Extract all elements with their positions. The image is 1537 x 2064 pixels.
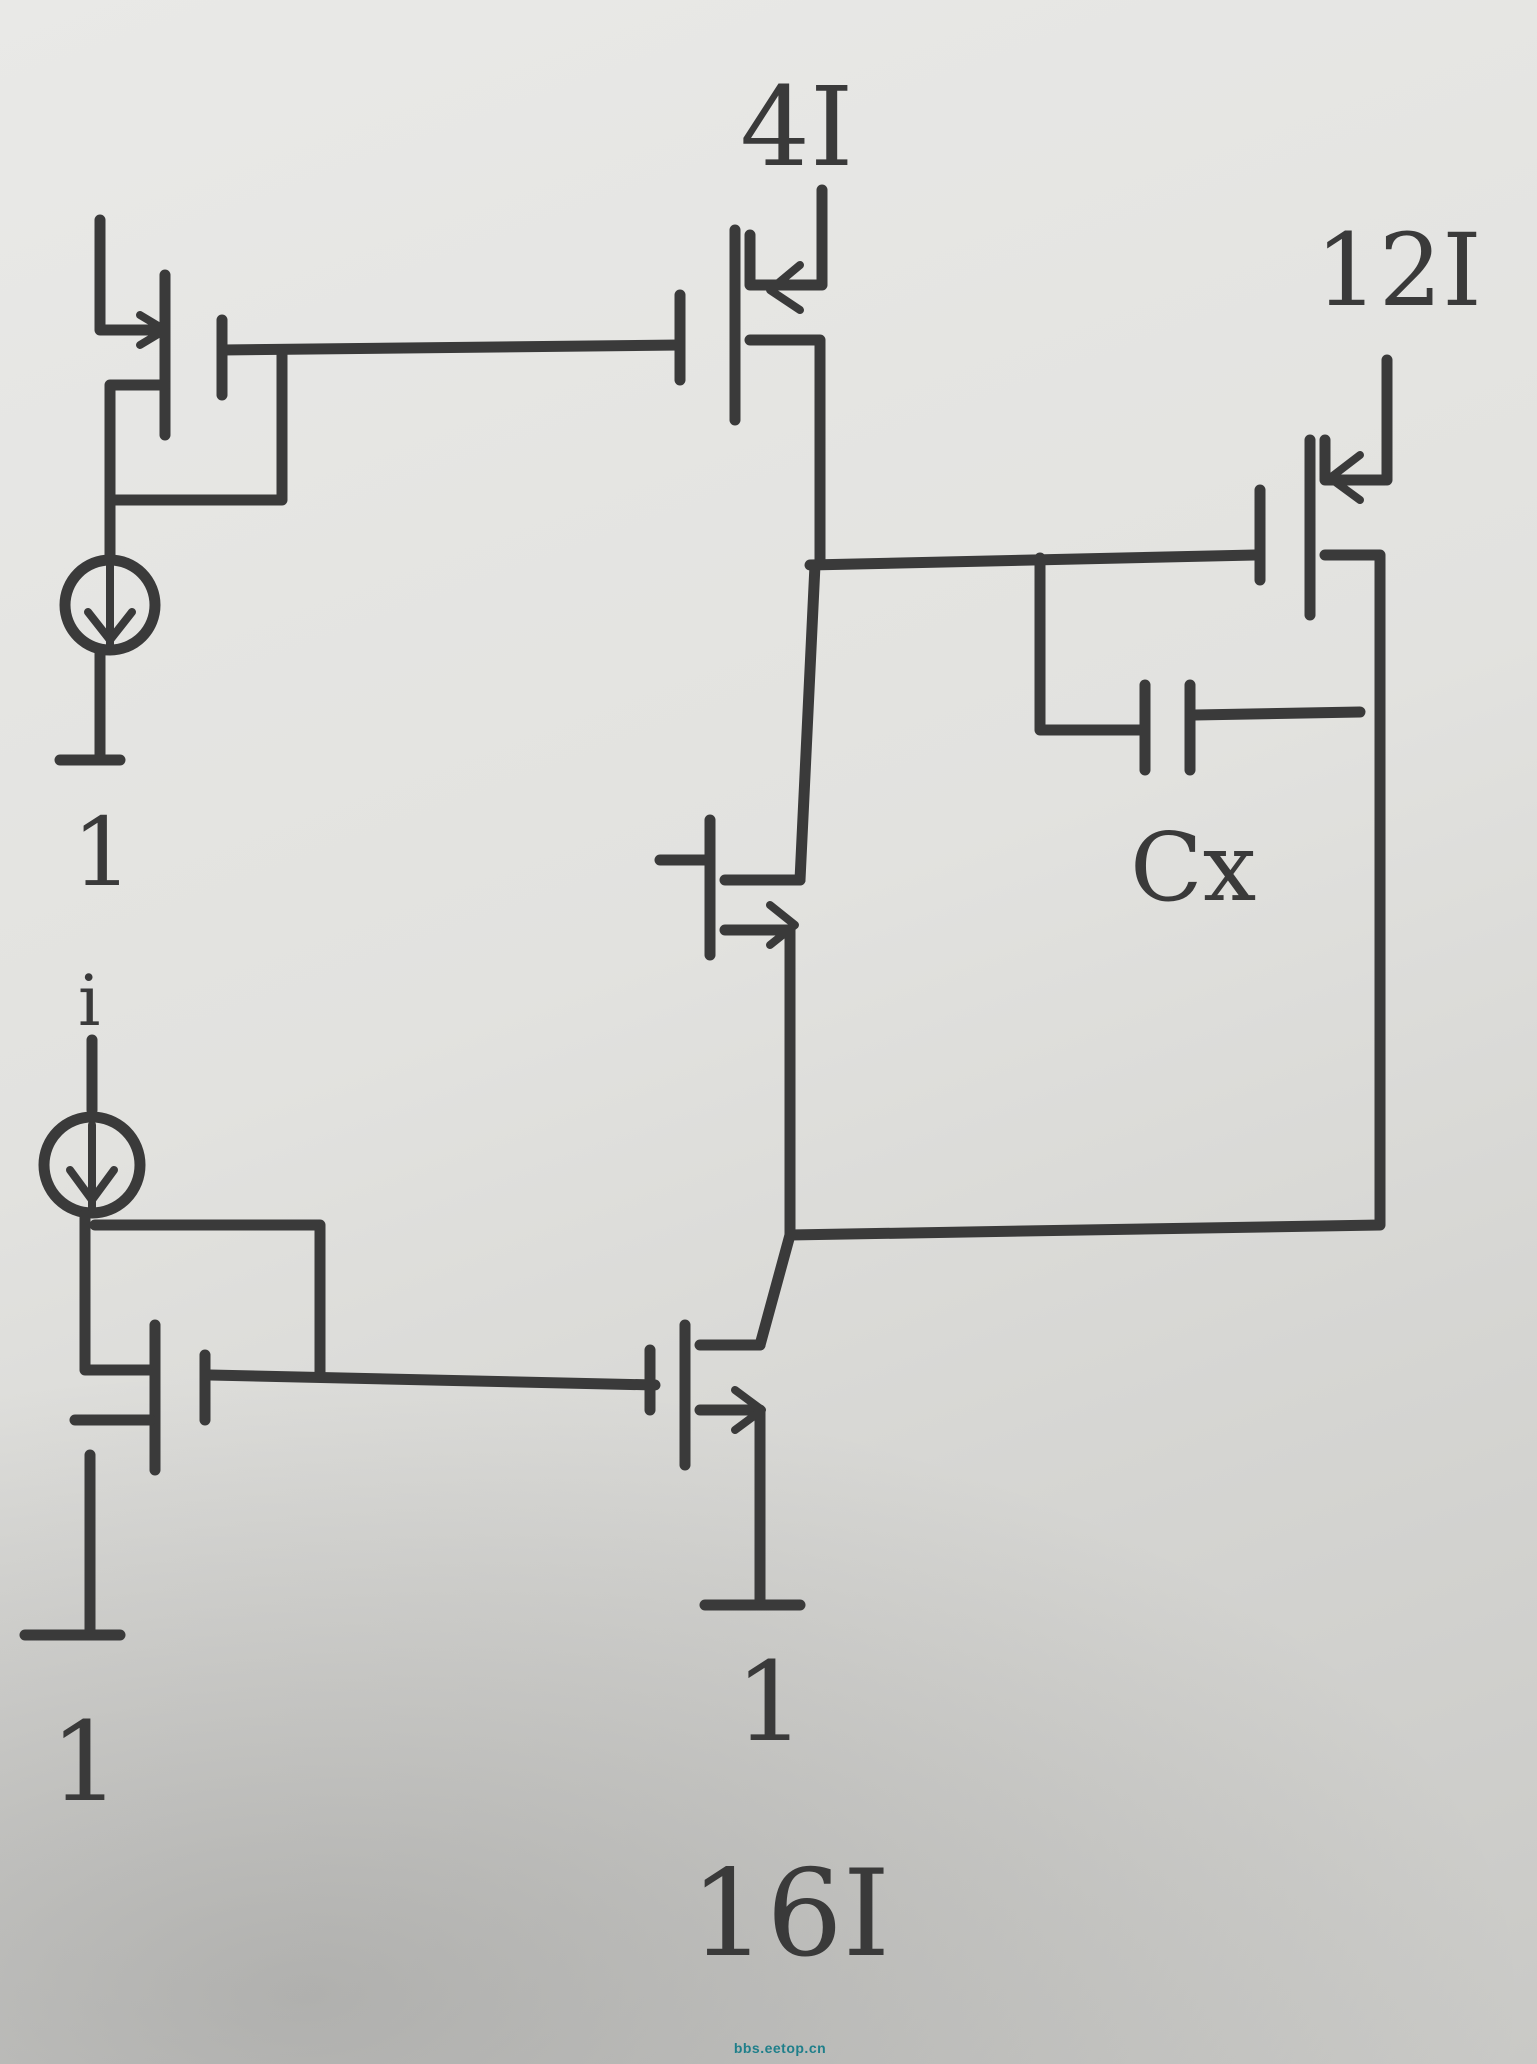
label-ratio-gnd-left: 1 [50, 1698, 120, 1826]
wire-mid-node [804, 549, 1261, 736]
wire-gate-bottom [89, 1219, 661, 1416]
capacitor-cx [1139, 679, 1366, 776]
label-12i: 12I [1315, 212, 1482, 329]
label-4i: 4I [740, 63, 853, 191]
pmos-12i [784, 354, 1393, 1241]
label-ratio-left-bottom: i [78, 960, 100, 1042]
pmos-4i [729, 184, 828, 566]
current-source-bottom [38, 1034, 146, 1219]
label-cx: Cx [1130, 813, 1256, 923]
label-ratio-gnd-mid: 1 [735, 1638, 805, 1766]
current-source-top [54, 494, 161, 766]
label-16i: 16I [690, 1845, 890, 1984]
nmos-cascode [654, 559, 821, 1241]
nmos-16i [679, 1229, 806, 1611]
pmos-left-top [94, 214, 228, 506]
wire-gate-top [104, 289, 686, 506]
label-ratio-left-top: 1 [72, 798, 132, 908]
nmos-left-bottom [19, 1209, 211, 1641]
watermark: bbs.eetop.cn [733, 2040, 827, 2056]
